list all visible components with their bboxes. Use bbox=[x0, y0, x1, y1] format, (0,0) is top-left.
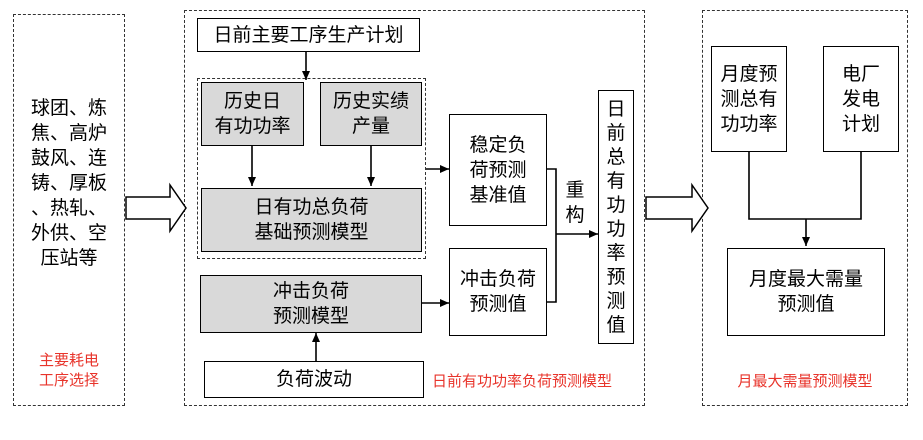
stable-load-value-box: 稳定负 荷预测 基准值 bbox=[449, 114, 547, 226]
process-list-text: 球团、炼 焦、高炉 鼓风、连 铸、厚板 、热轧、 外供、空 压站等 bbox=[30, 97, 107, 269]
monthly-merge-line bbox=[748, 152, 862, 220]
impact-load-value-box: 冲击负荷 预测值 bbox=[449, 248, 547, 336]
daily-forecast-model-label: 日前有功功率负荷预测模型 bbox=[432, 372, 613, 390]
monthly-forecast-power-box: 月度预 测总有 功功率 bbox=[711, 46, 787, 152]
base-forecast-model-box: 日有功总负荷 基础预测模型 bbox=[201, 188, 422, 252]
total-power-value-box: 日 前 总 有 功 功 率 预 测 值 bbox=[598, 90, 634, 344]
process-selection-label: 主要耗电 工序选择 bbox=[38, 351, 99, 389]
block-arrow-right bbox=[645, 182, 709, 234]
merge-line bbox=[547, 168, 557, 303]
impact-load-model-box: 冲击负荷 预测模型 bbox=[200, 275, 422, 333]
reconstruct-label: 重 构 bbox=[565, 179, 585, 226]
history-power-box: 历史日 有功功率 bbox=[201, 82, 304, 146]
process-selection-group bbox=[13, 14, 125, 406]
block-arrow-left bbox=[125, 182, 187, 234]
load-fluctuation-box: 负荷波动 bbox=[204, 361, 424, 398]
production-plan-box: 日前主要工序生产计划 bbox=[197, 18, 420, 52]
max-demand-value-box: 月度最大需量 预测值 bbox=[727, 248, 885, 336]
monthly-demand-model-label: 月最大需量预测模型 bbox=[737, 372, 873, 390]
plant-generation-plan-box: 电厂 发电 计划 bbox=[823, 46, 899, 152]
base-model-subgroup bbox=[197, 78, 426, 259]
history-output-box: 历史实绩 产量 bbox=[320, 82, 422, 146]
